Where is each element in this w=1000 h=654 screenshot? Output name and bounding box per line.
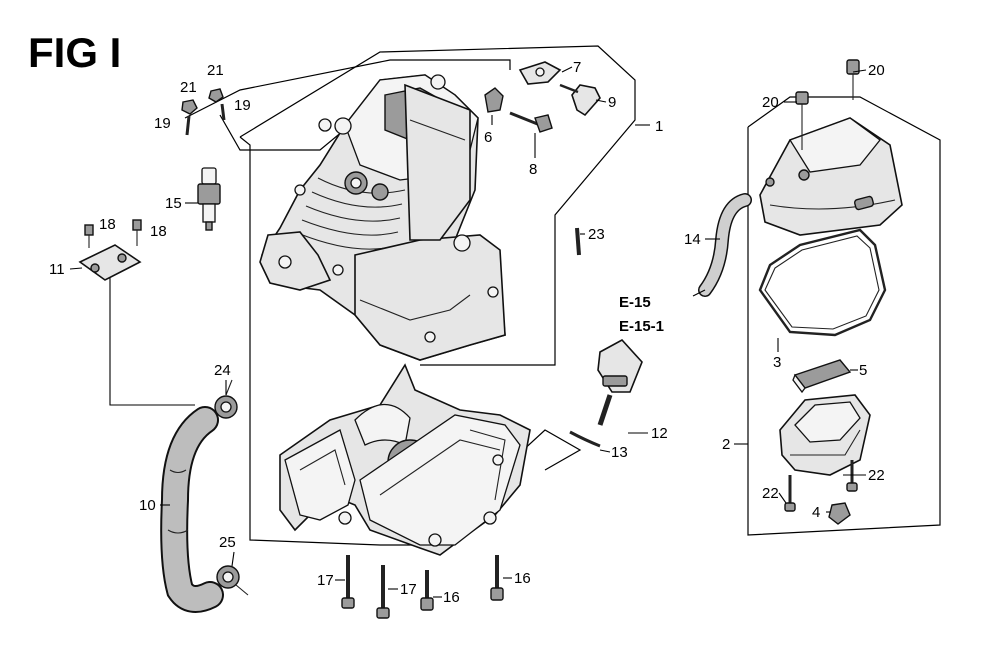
reference-labels: E-15E-15-1 (619, 294, 664, 335)
callout-6: 6 (484, 129, 492, 146)
callout-23: 23 (588, 226, 605, 243)
callout-16a: 16 (443, 589, 460, 606)
callout-19b: 19 (234, 97, 251, 114)
group-outline-main-lower (239, 136, 582, 546)
callout-22a: 22 (868, 467, 885, 484)
figure-title: FIG I (28, 29, 121, 76)
group-outline-cover (747, 96, 941, 536)
callout-21a: 21 (180, 79, 197, 96)
callout-16b: 16 (514, 570, 531, 587)
callout-10: 10 (139, 497, 156, 514)
callout-25: 25 (219, 534, 236, 551)
ref-e15: E-15 (619, 294, 651, 311)
callout-17b: 17 (400, 581, 417, 598)
leader-10-loop (109, 270, 195, 406)
callout-8: 8 (529, 161, 537, 178)
callout-15: 15 (165, 195, 182, 212)
bottom-bolts (341, 555, 504, 619)
callout-9: 9 (608, 94, 616, 111)
callout-18b: 18 (150, 223, 167, 240)
callout-2: 2 (722, 436, 730, 453)
group-outline-plug (184, 59, 511, 119)
leader-lines (69, 66, 867, 598)
small-bolts-top-left (181, 88, 226, 136)
callout-5: 5 (859, 362, 867, 379)
clamps (214, 379, 249, 596)
cylinder-block (259, 74, 506, 361)
callout-21b: 21 (207, 62, 224, 79)
callout-19a: 19 (154, 115, 171, 132)
breather-hose (698, 193, 752, 297)
hose-10 (160, 406, 224, 613)
oil-sensor (569, 338, 643, 448)
callout-1: 1 (655, 118, 663, 135)
rocker-parts (484, 61, 601, 133)
callout-24: 24 (214, 362, 231, 379)
crankcase (279, 363, 531, 556)
callout-11: 11 (49, 261, 65, 278)
callout-13: 13 (611, 444, 628, 461)
bolt-23 (575, 227, 581, 256)
ref-e15-1: E-15-1 (619, 318, 664, 335)
spark-plug (197, 167, 221, 231)
callout-7: 7 (573, 59, 581, 76)
callout-20a: 20 (868, 62, 885, 79)
group-outlines (109, 45, 941, 546)
callout-17a: 17 (317, 572, 334, 589)
head-cover-assembly (758, 59, 903, 525)
callout-12: 12 (651, 425, 668, 442)
callout-20b: 20 (762, 94, 779, 111)
callout-3: 3 (773, 354, 781, 371)
callout-22b: 22 (762, 485, 779, 502)
bracket-11 (78, 219, 142, 281)
group-outline-main (239, 45, 636, 366)
callout-14: 14 (684, 231, 701, 248)
callout-4: 4 (812, 504, 820, 521)
callout-18a: 18 (99, 216, 116, 233)
